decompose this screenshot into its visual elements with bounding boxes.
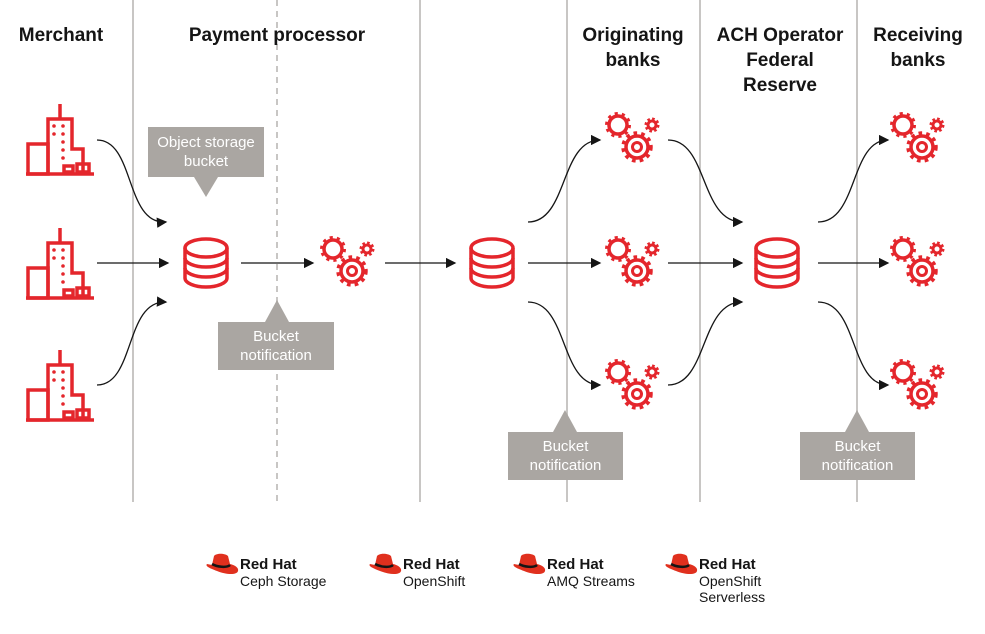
arrow — [527, 134, 602, 223]
logo-brand: Red Hat — [403, 556, 460, 573]
header-text: Merchant — [18, 25, 104, 46]
redhat-hat-icon — [205, 553, 239, 576]
database-icon — [183, 237, 229, 289]
callout-line: Bucket — [542, 438, 589, 455]
database-icon — [469, 237, 515, 289]
callout-pointer — [845, 410, 869, 432]
gears-icon — [892, 238, 943, 285]
redhat-hat-icon — [368, 553, 402, 576]
header-line: banks — [890, 50, 946, 71]
callout-line: bucket — [183, 153, 229, 170]
building-icon — [25, 228, 95, 300]
logo-product: OpenShift — [403, 573, 466, 589]
callout-object-storage-bucket: Object storage bucket — [148, 127, 264, 177]
header-line: Originating — [582, 25, 684, 46]
logo-product: Serverless — [699, 589, 766, 605]
gears-icon — [892, 361, 943, 408]
callout-line: notification — [529, 457, 602, 474]
callout-bucket-notification: Bucket notification — [800, 432, 915, 480]
callout-line: notification — [240, 347, 312, 364]
callout-pointer — [553, 410, 577, 432]
header-text: Payment processor — [188, 25, 366, 46]
gears-icon — [322, 238, 373, 285]
arrow — [817, 134, 890, 223]
callout-bucket-notification: Bucket notification — [508, 432, 623, 480]
gears-icon — [607, 114, 658, 161]
callout-pointer — [194, 177, 218, 197]
arrows — [96, 134, 890, 391]
building-icon — [25, 350, 95, 422]
redhat-hat-icon — [664, 553, 698, 576]
logo-product: AMQ Streams — [547, 573, 635, 589]
logo-product: OpenShift — [699, 573, 762, 589]
database-icon — [754, 237, 800, 289]
callout-pointer — [265, 300, 289, 322]
logo-product: Ceph Storage — [240, 573, 327, 589]
redhat-hat-icon — [512, 553, 546, 576]
gears-icon — [607, 361, 658, 408]
column-header-receiving-banks: Receiving banks — [873, 23, 963, 73]
arrow — [667, 139, 744, 228]
gears-icon — [892, 114, 943, 161]
callout-line: Object storage — [157, 134, 255, 151]
callout-line: notification — [821, 457, 894, 474]
logo-brand: Red Hat — [547, 556, 604, 573]
building-icon — [25, 104, 95, 176]
callout-line: Bucket — [253, 328, 299, 345]
callout-bucket-notification: Bucket notification — [218, 322, 334, 370]
arrow — [96, 139, 168, 228]
header-line: Receiving — [873, 25, 963, 46]
header-line: Reserve — [743, 75, 817, 96]
arrow — [96, 296, 168, 386]
gears-icon — [607, 238, 658, 285]
column-header-originating-banks: Originating banks — [582, 23, 683, 73]
header-line: banks — [605, 50, 661, 71]
column-header-payment-processor: Payment processor — [189, 23, 365, 48]
header-line: Federal — [746, 50, 814, 71]
callout-pointers — [194, 177, 869, 432]
arrow — [527, 301, 602, 391]
logo-brand: Red Hat — [699, 556, 756, 573]
logo-brand: Red Hat — [240, 556, 297, 573]
arrow — [667, 296, 744, 386]
arrow — [817, 301, 890, 391]
header-line: ACH Operator — [716, 25, 844, 46]
callout-line: Bucket — [834, 438, 881, 455]
column-header-merchant: Merchant — [19, 23, 103, 48]
column-header-ach-operator: ACH Operator Federal Reserve — [717, 23, 844, 98]
